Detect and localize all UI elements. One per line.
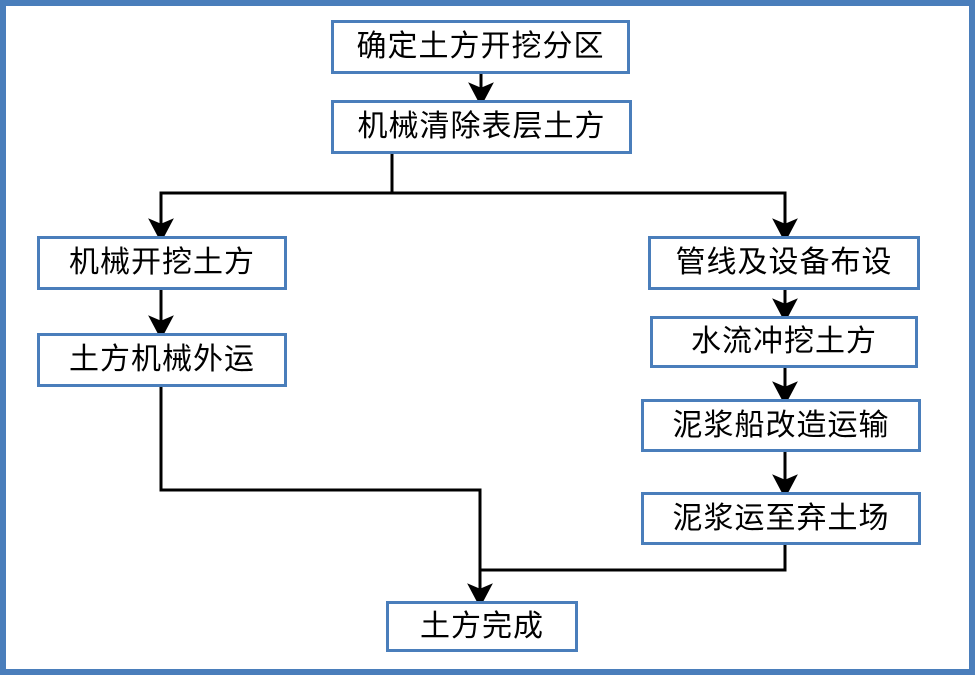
node-mech-haul-out[interactable]: 土方机械外运 [37,333,287,387]
node-label: 水流冲挖土方 [691,324,877,359]
connector-dump-to-merge [480,545,787,572]
node-hydraulic-excavate[interactable]: 水流冲挖土方 [650,316,918,368]
node-label: 确定土方开挖分区 [356,29,605,64]
connector-haul-to-merge [159,387,482,570]
node-label: 管线及设备布设 [675,245,893,280]
node-clear-surface[interactable]: 机械清除表层土方 [331,100,632,154]
node-slurry-to-dump[interactable]: 泥浆运至弃土场 [641,492,921,545]
node-earthwork-complete[interactable]: 土方完成 [386,601,578,652]
node-label: 泥浆船改造运输 [672,407,890,443]
node-label: 机械开挖土方 [69,245,255,280]
node-label: 土方机械外运 [69,342,255,377]
node-label: 泥浆运至弃土场 [672,500,890,536]
node-determine-zones[interactable]: 确定土方开挖分区 [331,20,630,74]
node-mech-excavate[interactable]: 机械开挖土方 [37,236,287,290]
node-slurry-boat-transport[interactable]: 泥浆船改造运输 [641,399,921,452]
node-label: 机械清除表层土方 [357,109,606,144]
node-pipeline-equipment[interactable]: 管线及设备布设 [648,236,920,290]
node-label: 土方完成 [420,608,544,644]
